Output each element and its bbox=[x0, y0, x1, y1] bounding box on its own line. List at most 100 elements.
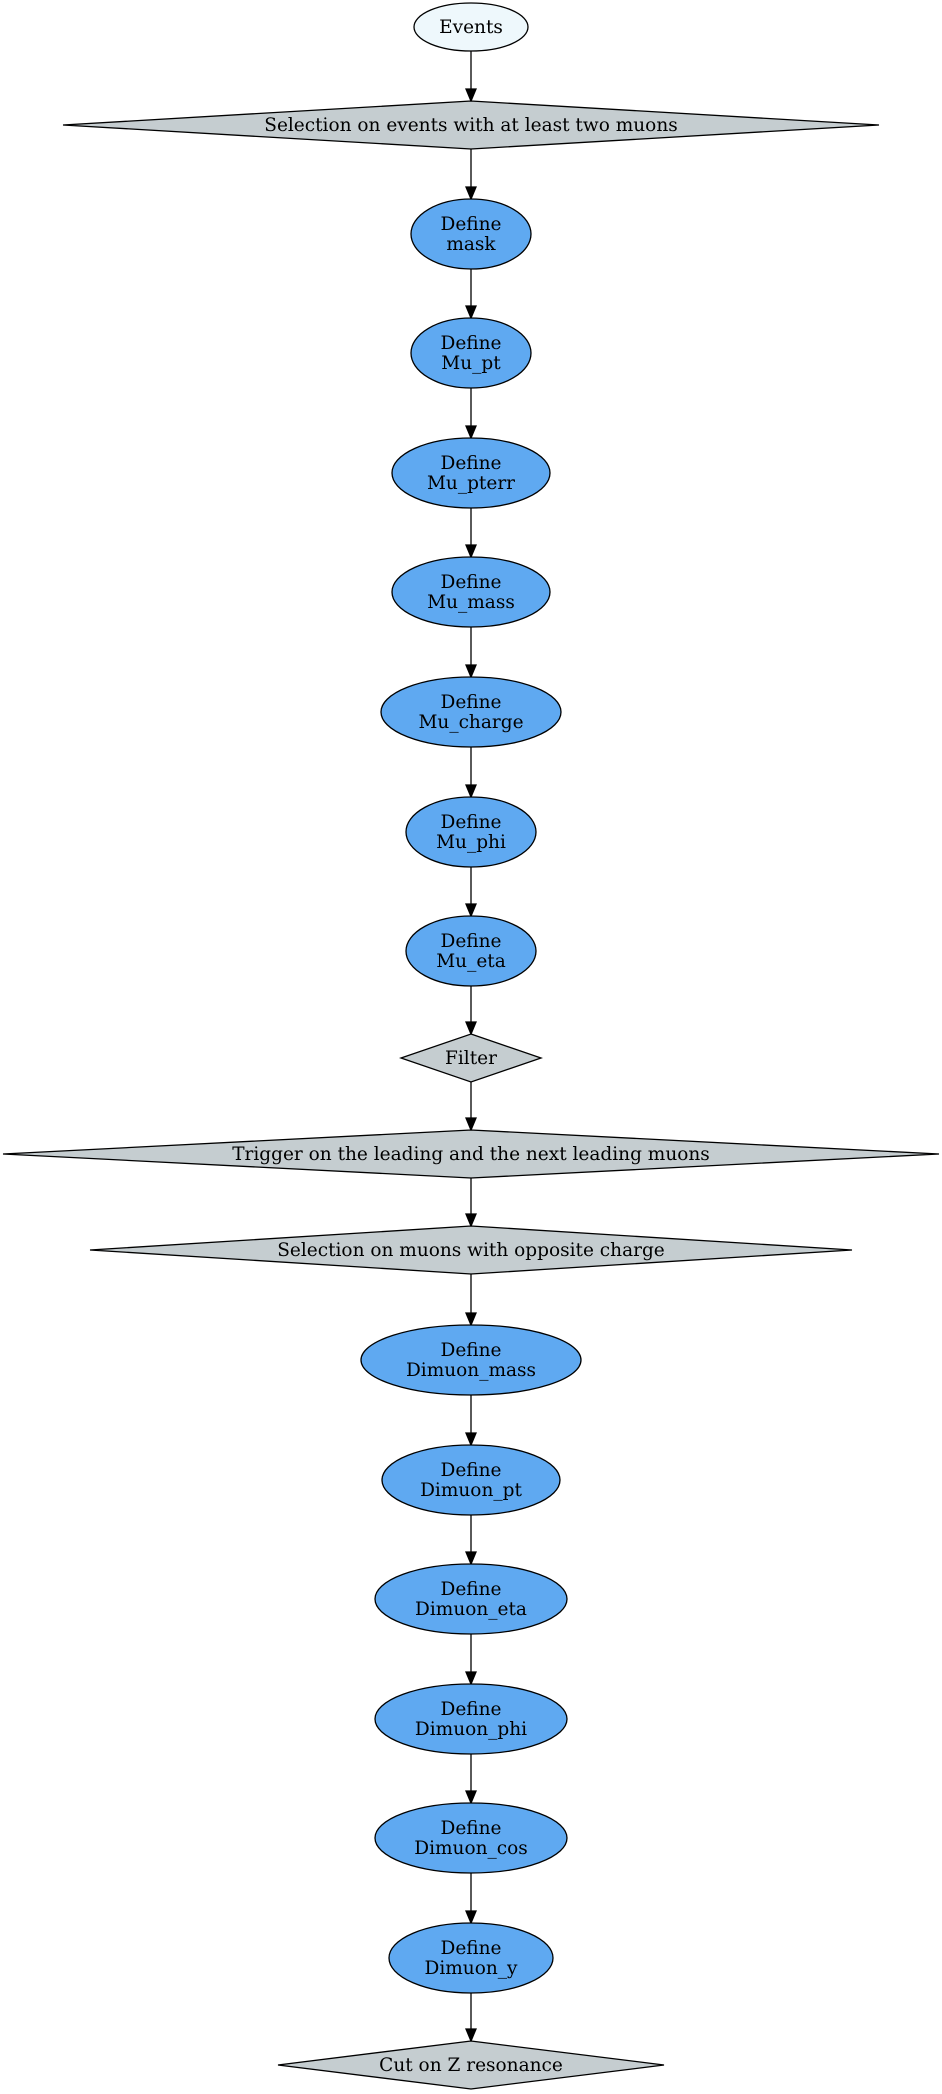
node-label: Define bbox=[441, 1818, 502, 1839]
edge-arrow bbox=[465, 627, 477, 679]
arrowhead bbox=[465, 544, 477, 559]
node-label: Events bbox=[439, 17, 503, 38]
node-shape-ellipse bbox=[405, 796, 537, 868]
node-label: Define bbox=[441, 453, 502, 474]
node-label: Dimuon_pt bbox=[420, 1480, 522, 1501]
arrowhead bbox=[465, 1671, 477, 1686]
edge-arrow bbox=[465, 867, 477, 918]
node-label: Mu_pt bbox=[441, 353, 501, 374]
edge-arrow bbox=[465, 986, 477, 1036]
arrowhead bbox=[465, 1790, 477, 1805]
node-shape-diamond bbox=[89, 1225, 853, 1275]
node-label: Trigger on the leading and the next lead… bbox=[232, 1144, 710, 1165]
arrowhead bbox=[465, 1117, 477, 1132]
arrowhead bbox=[465, 664, 477, 679]
node-label: Define bbox=[441, 333, 502, 354]
node-label: Filter bbox=[445, 1048, 497, 1069]
edges bbox=[465, 51, 477, 2043]
node-label: Define bbox=[441, 572, 502, 593]
edge-arrow bbox=[465, 1274, 477, 1327]
node-label: Mu_eta bbox=[436, 951, 506, 972]
node-label: Define bbox=[441, 1460, 502, 1481]
node-label: Define bbox=[441, 692, 502, 713]
arrowhead bbox=[465, 1021, 477, 1036]
edge-arrow bbox=[465, 747, 477, 799]
edge-arrow bbox=[465, 1754, 477, 1805]
node-shape-ellipse bbox=[391, 556, 551, 628]
node-shape-ellipse bbox=[380, 676, 562, 748]
edge-arrow bbox=[465, 1515, 477, 1566]
edge-arrow bbox=[465, 1082, 477, 1132]
node-label: Mu_charge bbox=[418, 712, 523, 733]
node-shape-diamond bbox=[277, 2040, 665, 2090]
node-label: Define bbox=[441, 1340, 502, 1361]
node-shape-ellipse bbox=[405, 915, 537, 987]
node-label: Dimuon_cos bbox=[414, 1838, 528, 1859]
node-sel-two-muons: Selection on events with at least two mu… bbox=[62, 100, 880, 150]
edge-arrow bbox=[465, 1873, 477, 1925]
arrowhead bbox=[465, 186, 477, 201]
edge-arrow bbox=[465, 51, 477, 103]
node-trigger-leading: Trigger on the leading and the next lead… bbox=[2, 1129, 940, 1179]
node-filter: Filter bbox=[398, 1033, 544, 1083]
node-label: Dimuon_y bbox=[425, 1958, 519, 1979]
node-label: Define bbox=[441, 931, 502, 952]
arrowhead bbox=[465, 903, 477, 918]
node-shape-diamond bbox=[2, 1129, 940, 1179]
edge-arrow bbox=[465, 1993, 477, 2043]
arrowhead bbox=[465, 305, 477, 320]
node-label: Dimuon_mass bbox=[406, 1360, 536, 1381]
edge-arrow bbox=[465, 508, 477, 559]
node-shape-ellipse bbox=[381, 1444, 561, 1516]
edge-arrow bbox=[465, 1178, 477, 1228]
node-shape-ellipse bbox=[360, 1324, 582, 1396]
node-label: Define bbox=[441, 812, 502, 833]
node-label: Selection on muons with opposite charge bbox=[277, 1240, 665, 1261]
node-label: Define bbox=[441, 1579, 502, 1600]
arrowhead bbox=[465, 2028, 477, 2043]
node-shape-ellipse bbox=[374, 1563, 568, 1635]
node-label: Mu_mass bbox=[427, 592, 515, 613]
node-sel-opposite-charge: Selection on muons with opposite charge bbox=[89, 1225, 853, 1275]
node-shape-ellipse bbox=[410, 198, 532, 270]
node-shape-ellipse bbox=[413, 2, 529, 52]
node-shape-ellipse bbox=[391, 437, 551, 509]
node-label: Selection on events with at least two mu… bbox=[264, 115, 677, 136]
node-label: Define bbox=[441, 1699, 502, 1720]
node-label: Mu_phi bbox=[436, 832, 506, 853]
arrowhead bbox=[465, 784, 477, 799]
edge-arrow bbox=[465, 1395, 477, 1447]
arrowhead bbox=[465, 1551, 477, 1566]
node-shape-ellipse bbox=[374, 1802, 568, 1874]
edge-arrow bbox=[465, 388, 477, 440]
node-shape-ellipse bbox=[410, 317, 532, 389]
node-shape-ellipse bbox=[374, 1683, 568, 1755]
node-cut-z-resonance: Cut on Z resonance bbox=[277, 2040, 665, 2090]
node-shape-diamond bbox=[398, 1033, 544, 1083]
edge-arrow bbox=[465, 1634, 477, 1686]
node-label: Define bbox=[441, 1938, 502, 1959]
arrowhead bbox=[465, 1213, 477, 1228]
node-label: Cut on Z resonance bbox=[379, 2055, 563, 2076]
arrowhead bbox=[465, 425, 477, 440]
node-shape-ellipse bbox=[388, 1922, 554, 1994]
node-events: Events bbox=[413, 2, 529, 52]
node-label: Dimuon_eta bbox=[415, 1599, 527, 1620]
edge-arrow bbox=[465, 269, 477, 320]
node-label: Define bbox=[441, 214, 502, 235]
